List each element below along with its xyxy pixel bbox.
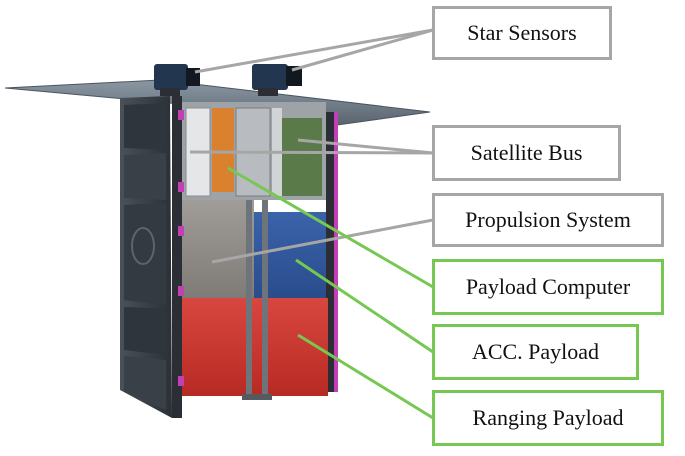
mount-accent-1 [178,110,184,120]
leader-propulsion [211,218,434,264]
leader-lines-gray [189,28,434,264]
mount-accent-5 [178,376,184,386]
callout-acc-payload-label: ACC. Payload [471,339,600,364]
callout-acc-payload: ACC. Payload [432,324,639,380]
mount-accent-3 [178,226,184,236]
callout-star-sensors: Star Sensors [432,6,612,60]
side-panel-segment-2 [124,153,166,200]
side-panel-segment-5 [124,356,166,410]
callout-satellite-bus: Satellite Bus [432,125,621,181]
callout-payload-computer-label: Payload Computer [465,274,631,299]
propulsion-block [182,200,254,300]
side-panel-segment-1 [124,103,166,150]
ranging-payload-block [182,298,328,396]
callout-star-sensors-label: Star Sensors [467,20,577,45]
strut-base [242,394,272,400]
leader-star-sensor-left [194,28,434,74]
frame-rail-back [326,112,334,392]
mount-accent-4 [178,286,184,296]
leader-star-sensor-right [291,28,434,72]
frame-rail-back-accent [334,112,338,392]
mount-accent-2 [178,182,184,192]
internal-strut-left [246,200,252,400]
leader-ranging-payload [297,333,434,420]
leader-payload-computer [227,166,434,289]
bus-board-green [282,118,322,196]
side-port-ring [131,227,155,265]
frame-rail-front [172,96,182,418]
payload-computer-board [212,108,234,192]
leader-satellite-bus-b [297,138,434,155]
leader-lines-green [227,166,434,420]
callout-propulsion-system-label: Propulsion System [465,207,631,232]
star-sensor-right [252,64,302,96]
callout-payload-computer: Payload Computer [432,259,664,315]
callout-ranging-payload-label: Ranging Payload [472,405,624,430]
internal-strut-right [262,200,268,400]
side-panel-segment-4 [124,307,166,355]
callout-propulsion-system: Propulsion System [432,193,664,247]
leader-satellite-bus-a [189,150,434,155]
callout-ranging-payload: Ranging Payload [432,390,664,446]
side-panel-segment-3 [124,203,166,305]
leader-acc-payload [295,258,434,354]
callout-satellite-bus-label: Satellite Bus [470,140,583,165]
